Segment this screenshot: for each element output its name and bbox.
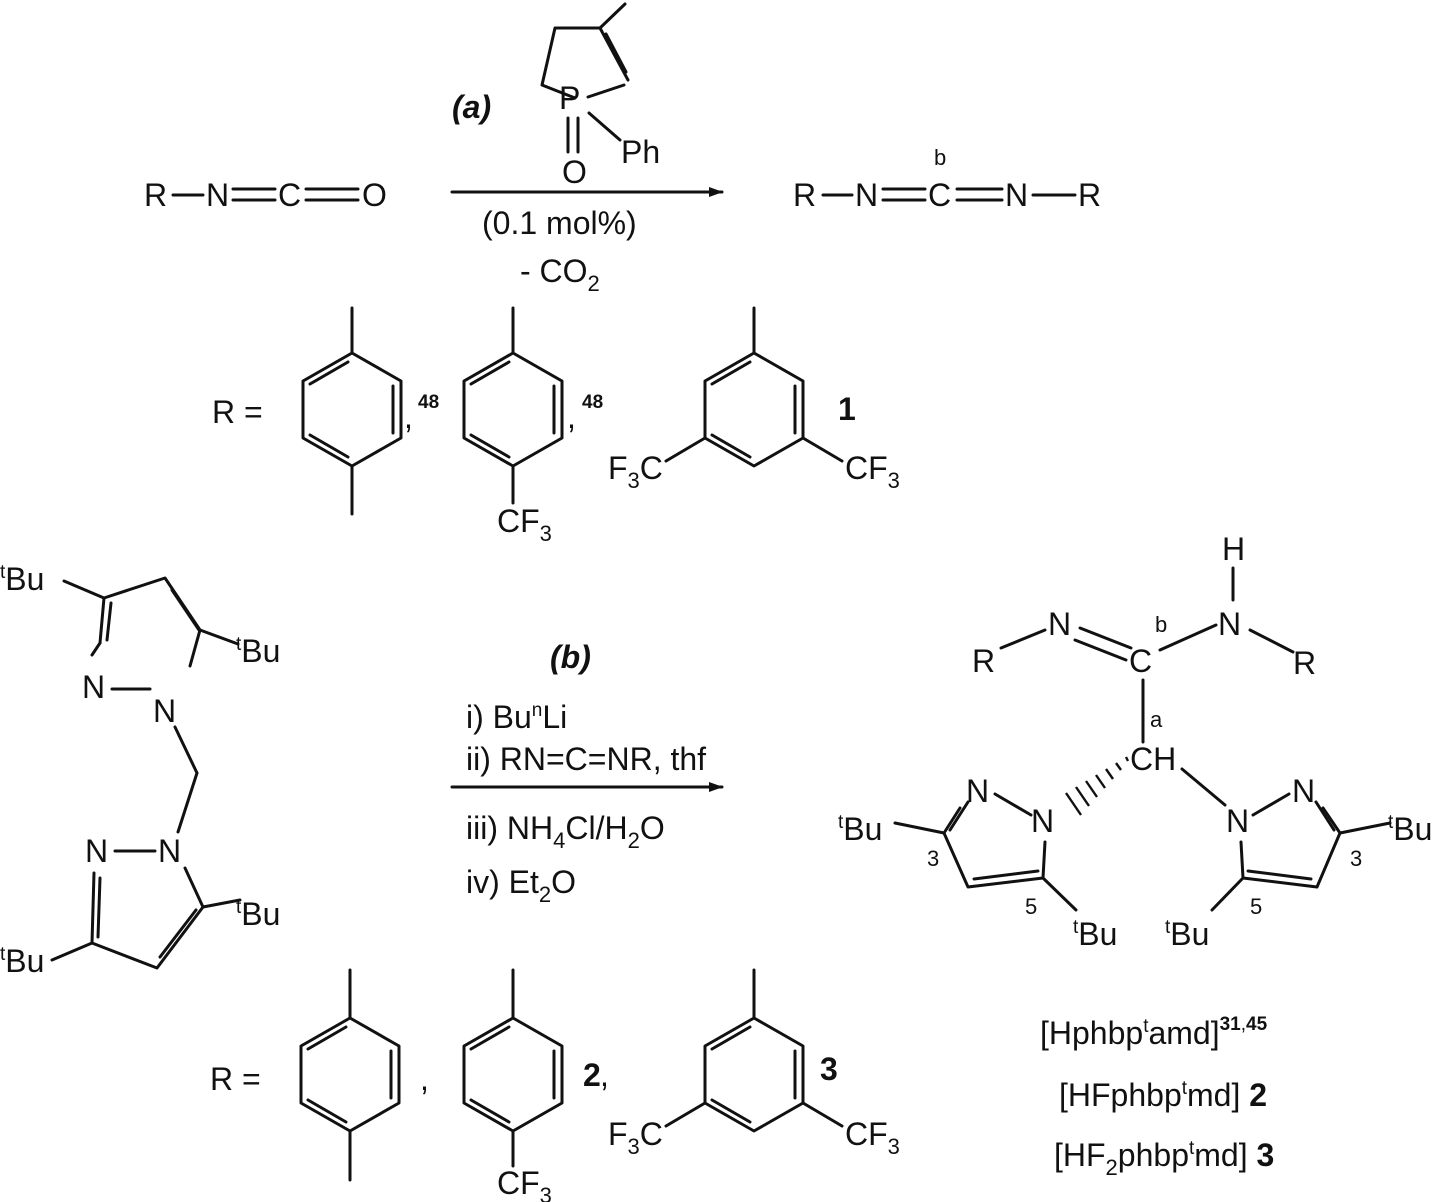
- reference-48: 48: [582, 392, 603, 413]
- reference-48: 48: [418, 392, 439, 413]
- reagent-step-3: iii) NH4Cl/H2O: [466, 810, 665, 853]
- carbon-label-a: a: [1150, 707, 1163, 732]
- cf3-right-a: CF3: [845, 450, 900, 493]
- position-3-label: 3: [1350, 846, 1362, 871]
- p-cf3-phenyl-ring-b: [462, 968, 564, 1168]
- atom-r: R: [1078, 177, 1101, 213]
- scheme-a-label: (a): [452, 89, 491, 125]
- cf3-left-b: F3C: [608, 1116, 663, 1159]
- atom-n: N: [1226, 803, 1249, 839]
- catalyst-loading: (0.1 mol%): [482, 205, 637, 241]
- atom-ch: CH: [1130, 741, 1176, 777]
- p-cf3-phenyl-ring-a: [462, 306, 564, 505]
- atom-n: N: [82, 669, 105, 705]
- atom-n: N: [1005, 177, 1028, 213]
- atom-c: C: [1129, 643, 1152, 679]
- separator-comma: ,: [404, 399, 413, 435]
- compound-name-hf2phbptmd: [HF2phbptmd] 3: [1054, 1137, 1274, 1180]
- tbu-label: tBu: [0, 561, 44, 597]
- atom-n: N: [85, 833, 108, 869]
- r-definition-b: R =: [210, 1061, 261, 1097]
- tbu-label: tBu: [0, 943, 44, 979]
- tbu-label: tBu: [838, 811, 882, 847]
- compound-name-list: [Hphbptamd]31,45 [HFphbptmd] 2 [HF2phbpt…: [1040, 1014, 1274, 1180]
- atom-n: N: [153, 693, 176, 729]
- compound-number-1: 1: [838, 391, 856, 427]
- atom-r: R: [972, 643, 995, 679]
- tbu-label: tBu: [1165, 916, 1209, 952]
- compound-name-hfphbptmd: [HFphbptmd] 2: [1059, 1077, 1267, 1113]
- carbon-label-b: b: [934, 145, 946, 170]
- atom-h: H: [1222, 531, 1245, 567]
- tbu-label: tBu: [1073, 916, 1117, 952]
- separator-comma: ,: [600, 1057, 609, 1093]
- atom-o-catalyst: O: [562, 154, 587, 190]
- bis-cf3-phenyl-ring-a: [664, 306, 844, 468]
- tbu-label: tBu: [236, 633, 280, 669]
- phospholene-oxide-catalyst: P Ph O: [540, 2, 660, 190]
- atom-n: N: [855, 177, 878, 213]
- co2-elimination: - CO2: [520, 253, 600, 296]
- atom-n: N: [1218, 606, 1241, 642]
- atom-r: R: [793, 177, 816, 213]
- atom-n: N: [1292, 773, 1315, 809]
- scheme-b-label: (b): [550, 639, 591, 675]
- compound-name-hphbptamd: [Hphbptamd]31,45: [1040, 1014, 1268, 1051]
- reagent-step-1: i) BunLi: [466, 699, 567, 735]
- scheme-a: (a) R N C O P Ph O (0.1 mol%): [144, 2, 1101, 546]
- atom-n: N: [1031, 803, 1054, 839]
- atom-n: N: [206, 177, 229, 213]
- reagent-step-4: iv) Et2O: [466, 864, 576, 907]
- cf3-para-b: CF3: [497, 1165, 552, 1202]
- position-3-label: 3: [927, 846, 939, 871]
- r-definition-a: R =: [212, 394, 263, 430]
- separator-comma: ,: [567, 399, 576, 435]
- position-5-label: 5: [1250, 894, 1262, 919]
- atom-n: N: [966, 773, 989, 809]
- atom-r: R: [144, 177, 167, 213]
- cf3-para-a: CF3: [497, 503, 552, 546]
- atom-r: R: [1293, 645, 1316, 681]
- atom-c: C: [278, 177, 301, 213]
- separator-comma: ,: [420, 1061, 429, 1097]
- atom-n: N: [158, 833, 181, 869]
- hashed-wedge-bond: [1065, 756, 1130, 816]
- amidine-product: H N R b C N R a CH: [838, 531, 1432, 952]
- phenyl-label: Ph: [621, 134, 660, 170]
- atom-p: P: [559, 80, 580, 116]
- compound-number-2: 2: [583, 1057, 601, 1093]
- bis-cf3-phenyl-ring-b: [664, 968, 844, 1133]
- carbodiimide-product: R N C b N R: [793, 145, 1101, 213]
- position-5-label: 5: [1025, 894, 1037, 919]
- bis-pyrazolylmethane: N N tBu tBu N N tBu tBu: [0, 561, 280, 979]
- atom-o: O: [362, 177, 387, 213]
- cf3-left-a: F3C: [608, 450, 663, 493]
- isocyanate-reactant: R N C O: [144, 177, 387, 213]
- tbu-label: tBu: [1388, 811, 1432, 847]
- carbon-label-b: b: [1155, 612, 1167, 637]
- atom-c: C: [928, 177, 951, 213]
- scheme-b: N N tBu tBu N N tBu tBu (b) i) BunLi ii)…: [0, 531, 1432, 1202]
- reagent-step-2: ii) RN=C=NR, thf: [466, 741, 706, 777]
- p-tolyl-ring-a: [301, 306, 403, 516]
- p-tolyl-ring-b: [299, 968, 401, 1182]
- tbu-label: tBu: [236, 896, 280, 932]
- atom-n: N: [1048, 606, 1071, 642]
- cf3-right-b: CF3: [845, 1116, 900, 1159]
- compound-number-3: 3: [820, 1051, 838, 1087]
